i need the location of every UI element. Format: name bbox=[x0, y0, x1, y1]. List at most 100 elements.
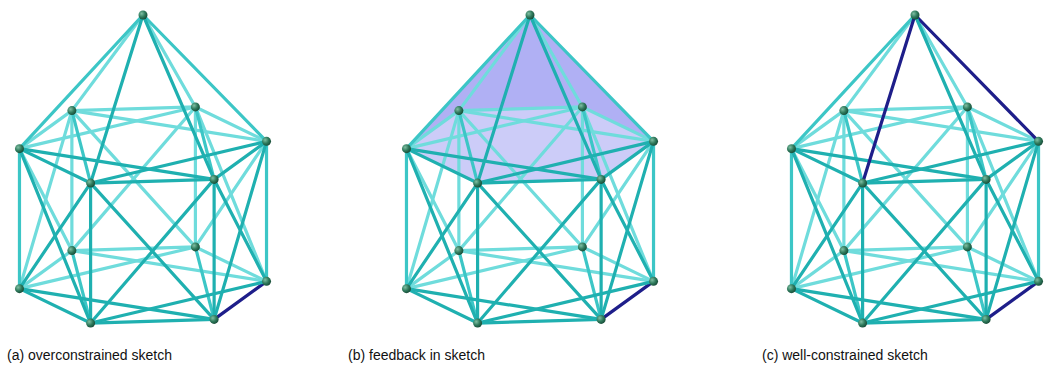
constraint-edge bbox=[600, 179, 603, 319]
constraint-edge bbox=[844, 111, 1039, 142]
vertex-point bbox=[262, 137, 271, 146]
constraint-edge bbox=[478, 141, 654, 183]
constraint-edge bbox=[478, 179, 602, 183]
vertex-point bbox=[649, 137, 658, 146]
constraint-edge bbox=[601, 179, 653, 281]
vertex-point bbox=[963, 242, 972, 251]
constraint-edge bbox=[791, 149, 862, 323]
constraint-edge bbox=[72, 15, 143, 111]
vertex-point bbox=[402, 144, 411, 153]
constraint-edge bbox=[70, 111, 73, 251]
constraint-edge bbox=[652, 141, 655, 281]
constraint-edge bbox=[842, 111, 845, 251]
vertex-point bbox=[526, 11, 535, 20]
constraint-edge bbox=[863, 319, 987, 323]
vertex-point bbox=[911, 11, 920, 20]
vertex-point bbox=[473, 179, 482, 188]
figure-caption: (a) overconstrained sketch bbox=[7, 347, 172, 363]
vertex-point bbox=[86, 179, 95, 188]
vertex-point bbox=[578, 242, 587, 251]
vertex-point bbox=[210, 315, 219, 324]
constraint-edge bbox=[213, 179, 216, 319]
constraint-edge bbox=[863, 183, 987, 319]
vertex-point bbox=[473, 319, 482, 328]
constraint-edge bbox=[844, 251, 1039, 282]
constraint-edge bbox=[476, 183, 479, 323]
vertex-point bbox=[454, 106, 463, 115]
constraint-edge bbox=[863, 141, 1039, 183]
figure-caption: (c) well-constrained sketch bbox=[762, 347, 928, 363]
vertex-point bbox=[191, 102, 200, 111]
vertex-point bbox=[1034, 277, 1043, 286]
constraint-edge bbox=[143, 15, 267, 141]
constraint-edge bbox=[91, 319, 215, 323]
wireframe-figure bbox=[787, 11, 1043, 328]
vertex-point bbox=[649, 277, 658, 286]
constraint-edge bbox=[214, 179, 266, 281]
vertex-point bbox=[454, 246, 463, 255]
constraint-edge bbox=[791, 15, 915, 149]
constraint-edge bbox=[19, 15, 143, 149]
constraint-edge bbox=[478, 183, 602, 319]
constraint-edge bbox=[459, 111, 654, 142]
vertex-point bbox=[210, 175, 219, 184]
vertex-point bbox=[597, 175, 606, 184]
vertex-point bbox=[15, 284, 24, 293]
constraint-edge bbox=[863, 179, 987, 323]
constraint-edge bbox=[89, 183, 92, 323]
constraint-edge bbox=[478, 319, 602, 323]
constraint-edge bbox=[459, 15, 530, 111]
constraint-edge bbox=[72, 111, 91, 183]
vertex-point bbox=[191, 242, 200, 251]
constraint-edge bbox=[530, 15, 654, 141]
constraint-edge bbox=[1037, 141, 1040, 281]
vertex-point bbox=[839, 246, 848, 255]
constraint-edge bbox=[18, 149, 21, 289]
constraint-edge bbox=[91, 15, 143, 183]
vertex-point bbox=[839, 106, 848, 115]
vertex-point bbox=[858, 319, 867, 328]
constraint-edge bbox=[861, 183, 864, 323]
constraint-edge bbox=[459, 251, 654, 282]
figure-caption: (b) feedback in sketch bbox=[348, 347, 485, 363]
constraint-edge bbox=[844, 15, 915, 111]
vertex-point bbox=[963, 102, 972, 111]
constraint-edge bbox=[406, 149, 477, 323]
vertex-point bbox=[578, 102, 587, 111]
constraint-edge bbox=[91, 183, 215, 319]
vertex-point bbox=[1034, 137, 1043, 146]
vertex-point bbox=[67, 106, 76, 115]
vertex-point bbox=[982, 315, 991, 324]
highlight-face bbox=[530, 15, 654, 141]
constraint-edge bbox=[986, 179, 1038, 281]
constraint-edge bbox=[91, 179, 215, 323]
vertex-point bbox=[982, 175, 991, 184]
constraint-edge bbox=[405, 149, 408, 289]
constraint-edge bbox=[72, 251, 267, 282]
vertex-point bbox=[597, 315, 606, 324]
constraint-edge bbox=[844, 111, 863, 183]
constraint-edge bbox=[91, 179, 215, 183]
vertex-point bbox=[787, 284, 796, 293]
vertex-point bbox=[139, 11, 148, 20]
constraint-edge bbox=[863, 281, 1039, 323]
vertex-point bbox=[67, 246, 76, 255]
constraint-edge bbox=[265, 141, 268, 281]
constraint-edge bbox=[863, 15, 915, 183]
vertex-point bbox=[787, 144, 796, 153]
constraint-edge bbox=[790, 149, 793, 289]
constraint-edge bbox=[478, 281, 654, 323]
vertex-point bbox=[262, 277, 271, 286]
vertex-point bbox=[402, 284, 411, 293]
constraint-edge bbox=[459, 111, 478, 183]
constraint-edge bbox=[915, 15, 1039, 141]
vertex-point bbox=[15, 144, 24, 153]
constraint-edge bbox=[985, 179, 988, 319]
wireframe-figure bbox=[402, 11, 658, 328]
constraint-edge bbox=[457, 111, 460, 251]
constraint-edge bbox=[91, 281, 267, 323]
constraint-edge bbox=[19, 149, 90, 323]
constraint-edge bbox=[478, 15, 530, 183]
constraint-edge bbox=[478, 179, 602, 323]
